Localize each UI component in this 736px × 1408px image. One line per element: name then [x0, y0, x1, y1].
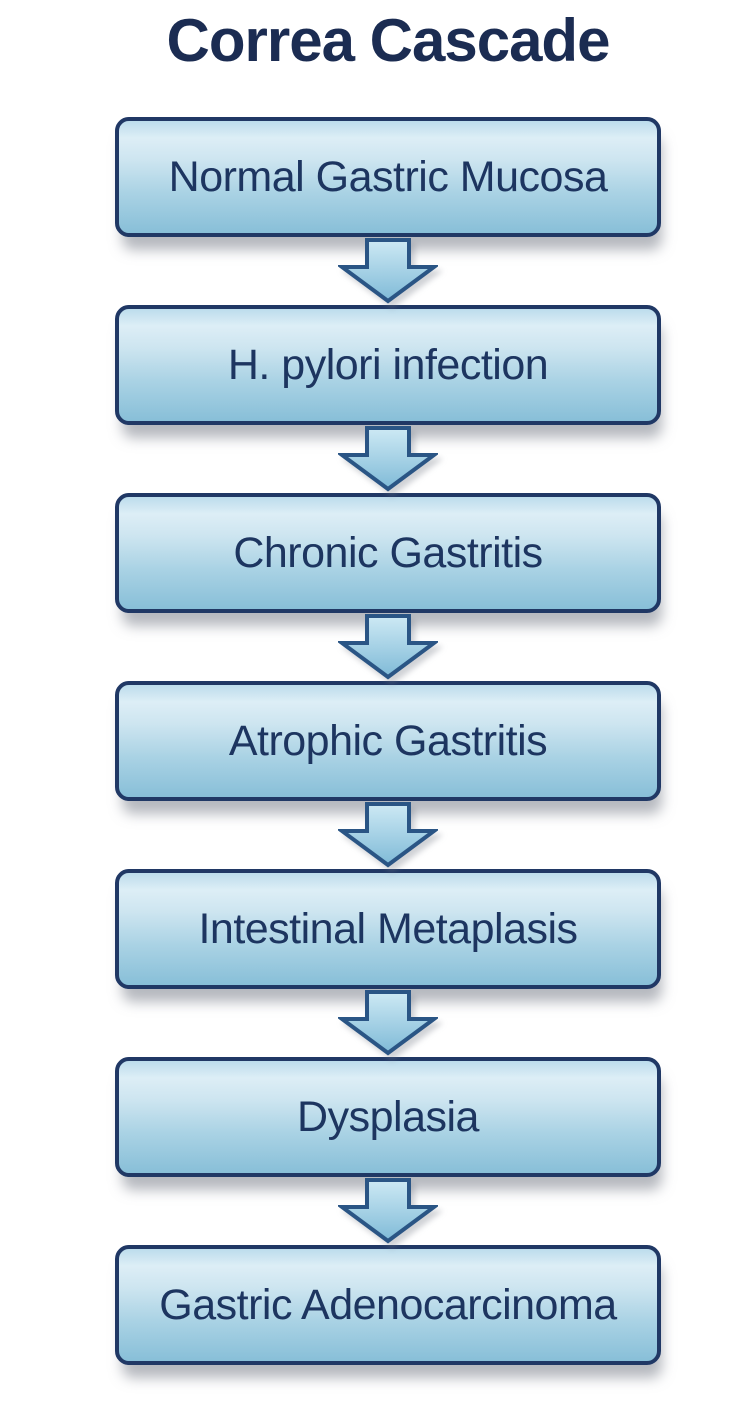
flow-step-box: Dysplasia — [115, 1057, 661, 1177]
down-arrow-icon — [338, 614, 438, 680]
flow-step-box: Gastric Adenocarcinoma — [115, 1245, 661, 1365]
flow-step-label: Atrophic Gastritis — [228, 716, 548, 765]
flow-step: Chronic Gastritis — [115, 493, 661, 681]
flow-step-box: Normal Gastric Mucosa — [115, 117, 661, 237]
flow-step: Intestinal Metaplasis — [115, 869, 661, 1057]
flow-step-label: H. pylori infection — [227, 340, 549, 389]
down-arrow-icon — [338, 802, 438, 868]
flow-step-box: Intestinal Metaplasis — [115, 869, 661, 989]
down-arrow-icon — [338, 1178, 438, 1244]
diagram-title: Correa Cascade — [166, 7, 611, 74]
flow-step: H. pylori infection — [115, 305, 661, 493]
flow-step: Normal Gastric Mucosa — [115, 117, 661, 305]
flow-step-label: Intestinal Metaplasis — [198, 904, 578, 953]
flow-step: Dysplasia — [115, 1057, 661, 1245]
down-arrow-icon — [338, 990, 438, 1056]
flow-step-box: H. pylori infection — [115, 305, 661, 425]
flow-step-label: Dysplasia — [297, 1092, 479, 1141]
flow-step: Gastric Adenocarcinoma — [115, 1245, 661, 1365]
down-arrow-icon — [338, 426, 438, 492]
flow-step-label: Gastric Adenocarcinoma — [159, 1280, 617, 1329]
flow-step-box: Atrophic Gastritis — [115, 681, 661, 801]
flow-step-box: Chronic Gastritis — [115, 493, 661, 613]
flowchart: Normal Gastric Mucosa H. pylori infectio… — [115, 117, 661, 1365]
flow-step-label: Chronic Gastritis — [233, 528, 543, 577]
down-arrow-icon — [338, 238, 438, 304]
flow-step: Atrophic Gastritis — [115, 681, 661, 869]
flow-step-label: Normal Gastric Mucosa — [168, 152, 608, 201]
